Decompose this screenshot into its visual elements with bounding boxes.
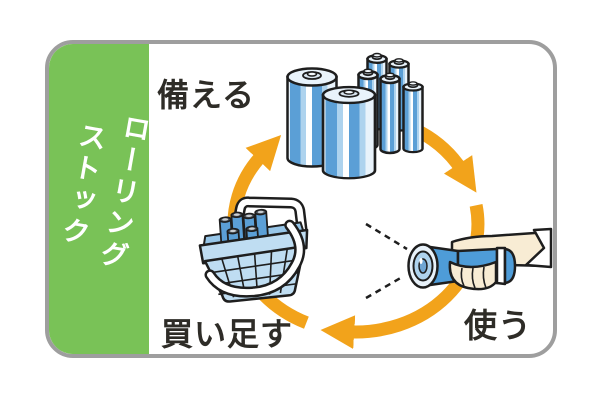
- flashlight-tail: [503, 247, 517, 285]
- label-prepare: 備える: [157, 76, 256, 114]
- sleeve: [524, 227, 553, 269]
- lens-highlight: [419, 258, 423, 264]
- basket-rim: [198, 228, 309, 265]
- light-beam-dash-upper: [365, 222, 408, 251]
- light-beam-dash-lower: [365, 274, 405, 300]
- label-restock: 買い足す: [161, 315, 294, 353]
- finger-lines: [471, 267, 476, 289]
- arrow-use-to-restock: [320, 204, 485, 349]
- label-use: 使う: [464, 306, 532, 345]
- sidebar-green-panel: ローリング ストック: [49, 44, 154, 354]
- battery-large-icon: [321, 85, 377, 180]
- batteries-illustration: [286, 52, 424, 180]
- flashlight-illustration: [365, 222, 553, 300]
- finger-lines: [482, 266, 487, 289]
- finger-lines: [460, 267, 465, 287]
- basket-upright-handle: [226, 196, 308, 261]
- shopping-basket-illustration: [198, 196, 309, 303]
- battery-small-icon: [402, 80, 424, 154]
- basket-hanging-handle: [204, 219, 306, 298]
- battery-small-icon: [379, 71, 401, 155]
